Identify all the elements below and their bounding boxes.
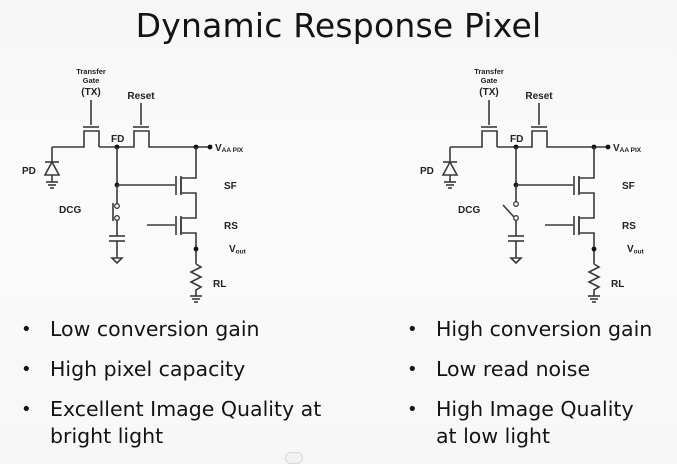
circuit-low-conversion-gain: Transfer Gate (TX) Reset FD VAA PIX PD S… [22,67,247,303]
bullet-item: High Image Quality at low light [407,396,656,450]
source-follower-transistor [573,147,595,264]
pd-label: PD [420,166,434,177]
tx-label-line1: Transfer [474,67,504,76]
sf-label: SF [224,181,237,192]
photodiode [43,147,61,189]
vout-label: Vout [627,244,645,256]
row-select-transistor [545,216,580,235]
circuit-high-conversion-gain: Transfer Gate (TX) Reset FD VAA PIX PD S… [420,67,645,303]
fd-label: FD [510,134,523,145]
dcg-switch-closed [109,185,125,265]
rs-label: RS [622,221,636,232]
row-select-transistor [147,216,182,235]
vaa-label: VAA PIX [613,143,642,154]
source-follower-transistor [175,147,197,264]
bullet-item: Excellent Image Quality at bright light [21,396,330,450]
tx-label-line3: (TX) [81,87,100,98]
vout-label: Vout [229,244,247,256]
tx-label-line2: Gate [481,76,498,85]
transfer-gate-transistor [52,100,100,148]
vaa-terminal [605,144,611,150]
tx-label-line2: Gate [83,76,100,85]
vaa-label: VAA PIX [215,143,244,154]
rs-label: RS [224,221,238,232]
dcg-switch-open [502,185,524,265]
bullet-item: Low read noise [407,356,656,383]
vout-node [591,246,597,252]
reset-label: Reset [525,91,553,102]
bullet-item: High conversion gain [407,316,656,343]
reset-transistor [497,103,608,148]
vaa-terminal [207,144,213,150]
bullet-item: Low conversion gain [21,316,330,343]
slide-title: Dynamic Response Pixel [135,6,542,45]
tx-label-line3: (TX) [479,87,498,98]
sf-label: SF [622,181,635,192]
reset-label: Reset [127,91,155,102]
fd-label: FD [111,134,124,145]
load-resistor [587,263,601,303]
transfer-gate-transistor [450,100,498,148]
bullet-item: High pixel capacity [21,356,330,383]
pd-label: PD [22,166,36,177]
tx-label-line1: Transfer [76,67,106,76]
rl-label: RL [611,279,624,290]
dcg-label: DCG [59,205,81,216]
photodiode [441,147,459,189]
bullet-list-low-gain: Low conversion gain High pixel capacity … [21,316,330,463]
bullet-list-high-gain: High conversion gain Low read noise High… [407,316,656,463]
load-resistor [189,263,203,303]
rl-label: RL [213,279,226,290]
video-scrub-handle[interactable] [285,452,303,464]
dcg-label: DCG [458,205,480,216]
reset-transistor [99,103,210,148]
vout-node [193,246,199,252]
